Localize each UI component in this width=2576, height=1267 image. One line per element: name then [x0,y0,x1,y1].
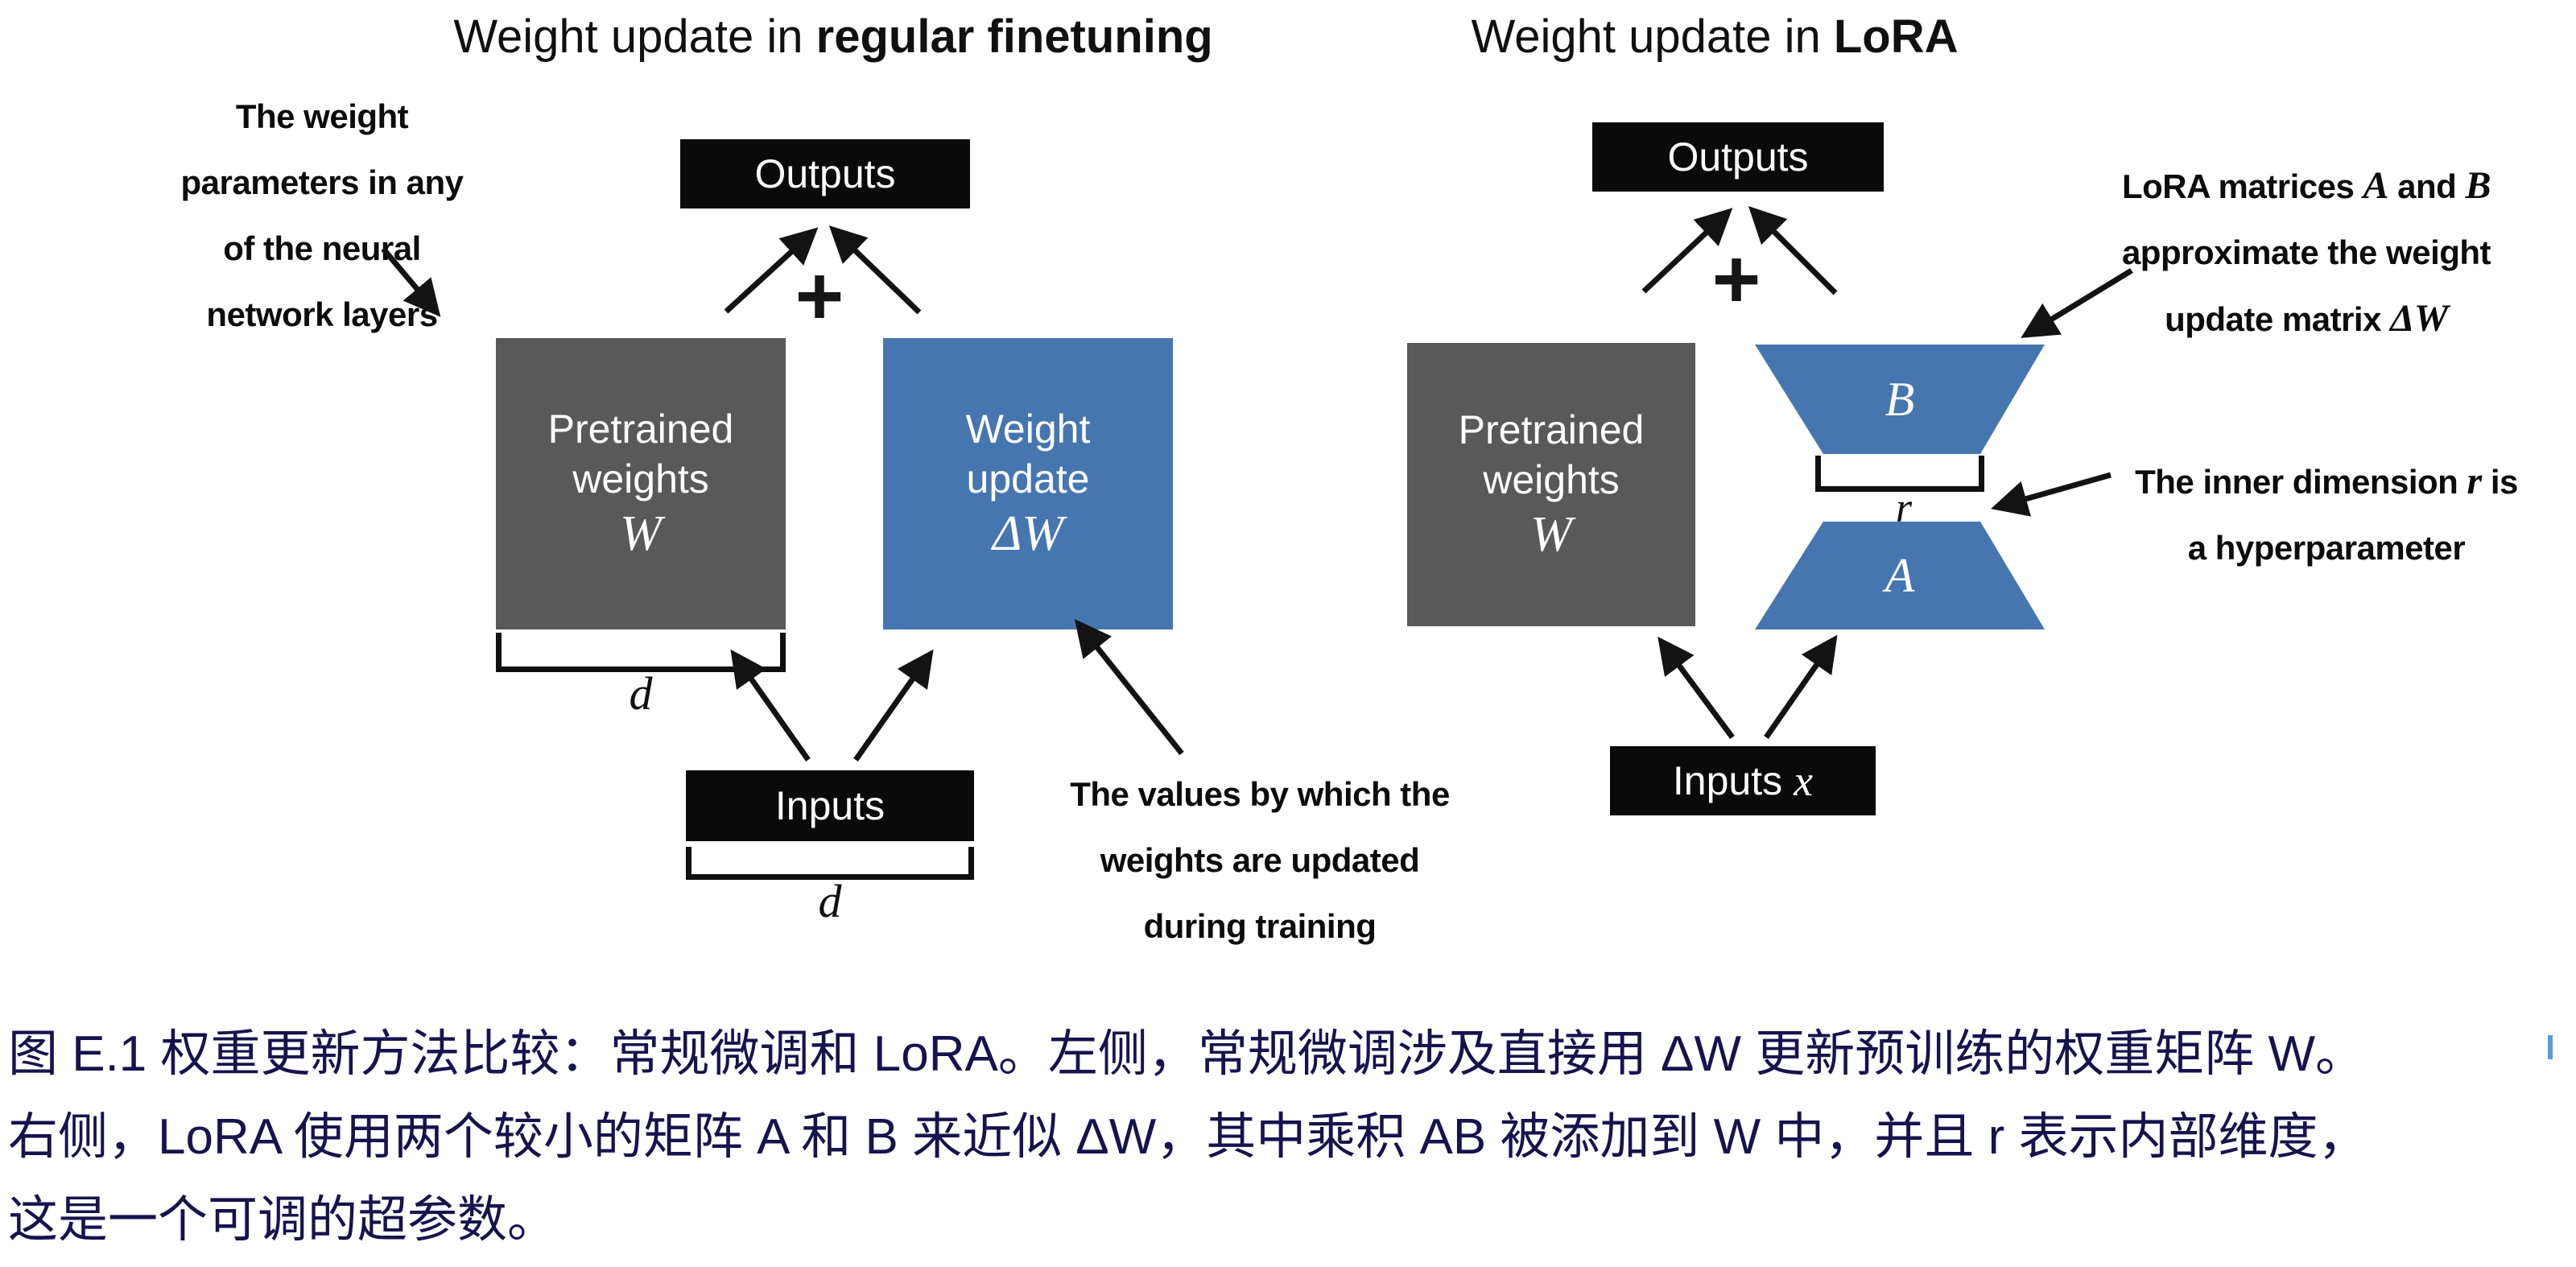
inner-dimension-annotation: The inner dimension r is a hyperparamete… [2085,448,2568,581]
arrow-inputs-to-w [730,649,811,762]
weights-annotation-line: network layers [206,295,438,333]
right-outputs-label: Outputs [1667,134,1809,180]
pretrained-label-line: weights [1483,457,1620,502]
text-cursor-artifact [2548,1035,2553,1059]
caption-line-2: 右侧，LoRA 使用两个较小的矩阵 A 和 B 来近似 ΔW，其中乘积 AB 被… [8,1109,2368,1165]
matrix-b-symbol: B [1885,372,1915,426]
annotation-text: The inner dimension [2135,463,2467,501]
left-inputs-box: Inputs [686,770,974,841]
left-outputs-label: Outputs [754,151,896,196]
left-outputs-box: Outputs [680,139,970,208]
lora-annotation-line: update matrix ΔW [2069,286,2544,353]
annotation-text: a hyperparameter [2187,529,2466,567]
left-inputs-label: Inputs [774,783,886,828]
left-title-prefix: Weight update in [453,10,816,63]
d-dimension-label-inputs: d [818,875,842,927]
arrow-inputsx-to-a [1764,634,1838,739]
weights-annotation: The weight parameters in any of the neur… [93,84,551,348]
caption-line-1: 图 E.1 权重更新方法比较：常规微调和 LoRA。左侧，常规微调涉及直接用 Δ… [8,1026,2365,1082]
values-annotation-line: The values by which the [1070,775,1450,813]
pretrained-label-line: weights [572,456,709,501]
right-outputs-box: Outputs [1592,122,1884,192]
annotation-math-dw: ΔW [2390,297,2448,340]
pretrained-label-line: Pretrained [1458,407,1645,452]
values-annotation-line: weights are updated [1100,841,1420,879]
left-pretrained-weights-box: Pretrained weights W [496,338,786,629]
figure-caption: 图 E.1 权重更新方法比较：常规微调和 LoRA。左侧，常规微调涉及直接用 Δ… [8,1013,2368,1261]
values-annotation: The values by which the weights are upda… [1002,761,1517,960]
caption-line-3: 这是一个可调的超参数。 [8,1192,558,1248]
left-title-bold: regular finetuning [815,10,1213,63]
right-title-bold: LoRA [1833,10,1959,63]
left-panel-title: Weight update in regular finetuning [427,10,1240,64]
right-panel-title: Weight update in LoRA [1441,10,1988,64]
annotation-text: LoRA matrices [2121,167,2363,205]
annotation-math-r: r [2467,460,2483,502]
lora-annotation-line: approximate the weight [2069,220,2544,286]
annotation-math-a: A [2363,164,2388,207]
arrow-inputsx-to-w [1657,636,1735,740]
lora-matrices-annotation: LoRA matrices A and B approximate the we… [2069,153,2544,353]
d-bracket-inputs [686,847,974,880]
right-inputs-label: Inputs [1672,758,1783,803]
lora-annotation-line: LoRA matrices A and B [2069,153,2544,220]
lora-matrix-a: A [1755,522,2045,629]
arrow-values-annotation [1074,619,1184,756]
annotation-math-b: B [2465,164,2491,207]
lora-matrix-b: B [1755,345,2045,454]
right-title-prefix: Weight update in [1471,10,1834,63]
arrow-inputs-to-dw [853,649,934,762]
d-dimension-label-weights: d [629,667,653,720]
weight-update-label-line: Weight [965,407,1091,452]
r-annotation-line: The inner dimension r is [2085,448,2568,515]
right-plus-sign: + [1711,232,1761,326]
values-annotation-line: during training [1143,907,1377,945]
annotation-text: is [2481,463,2519,501]
annotation-text: and [2388,167,2466,205]
pretrained-w-symbol: W [620,506,662,561]
right-pretrained-weights-box: Pretrained weights W [1407,343,1695,626]
matrix-a-symbol: A [1885,548,1915,602]
weights-annotation-line: parameters in any [180,163,464,201]
weight-update-label-line: update [966,456,1090,501]
r-annotation-line: a hyperparameter [2085,515,2568,581]
left-plus-sign: + [795,249,844,343]
annotation-text: approximate the weight [2121,233,2491,271]
pretrained-w-symbol: W [1530,507,1572,562]
left-weight-update-box: Weight update ΔW [883,338,1173,629]
pretrained-label-line: Pretrained [547,407,734,452]
inputs-x-symbol: x [1794,757,1814,805]
r-dimension-label: r [1895,485,1913,531]
weights-annotation-line: of the neural [223,229,421,267]
annotation-text: update matrix [2165,300,2391,338]
r-bracket [1815,456,1984,492]
delta-w-symbol: ΔW [992,506,1064,561]
weights-annotation-line: The weight [235,97,409,135]
d-bracket-weights [496,633,786,672]
